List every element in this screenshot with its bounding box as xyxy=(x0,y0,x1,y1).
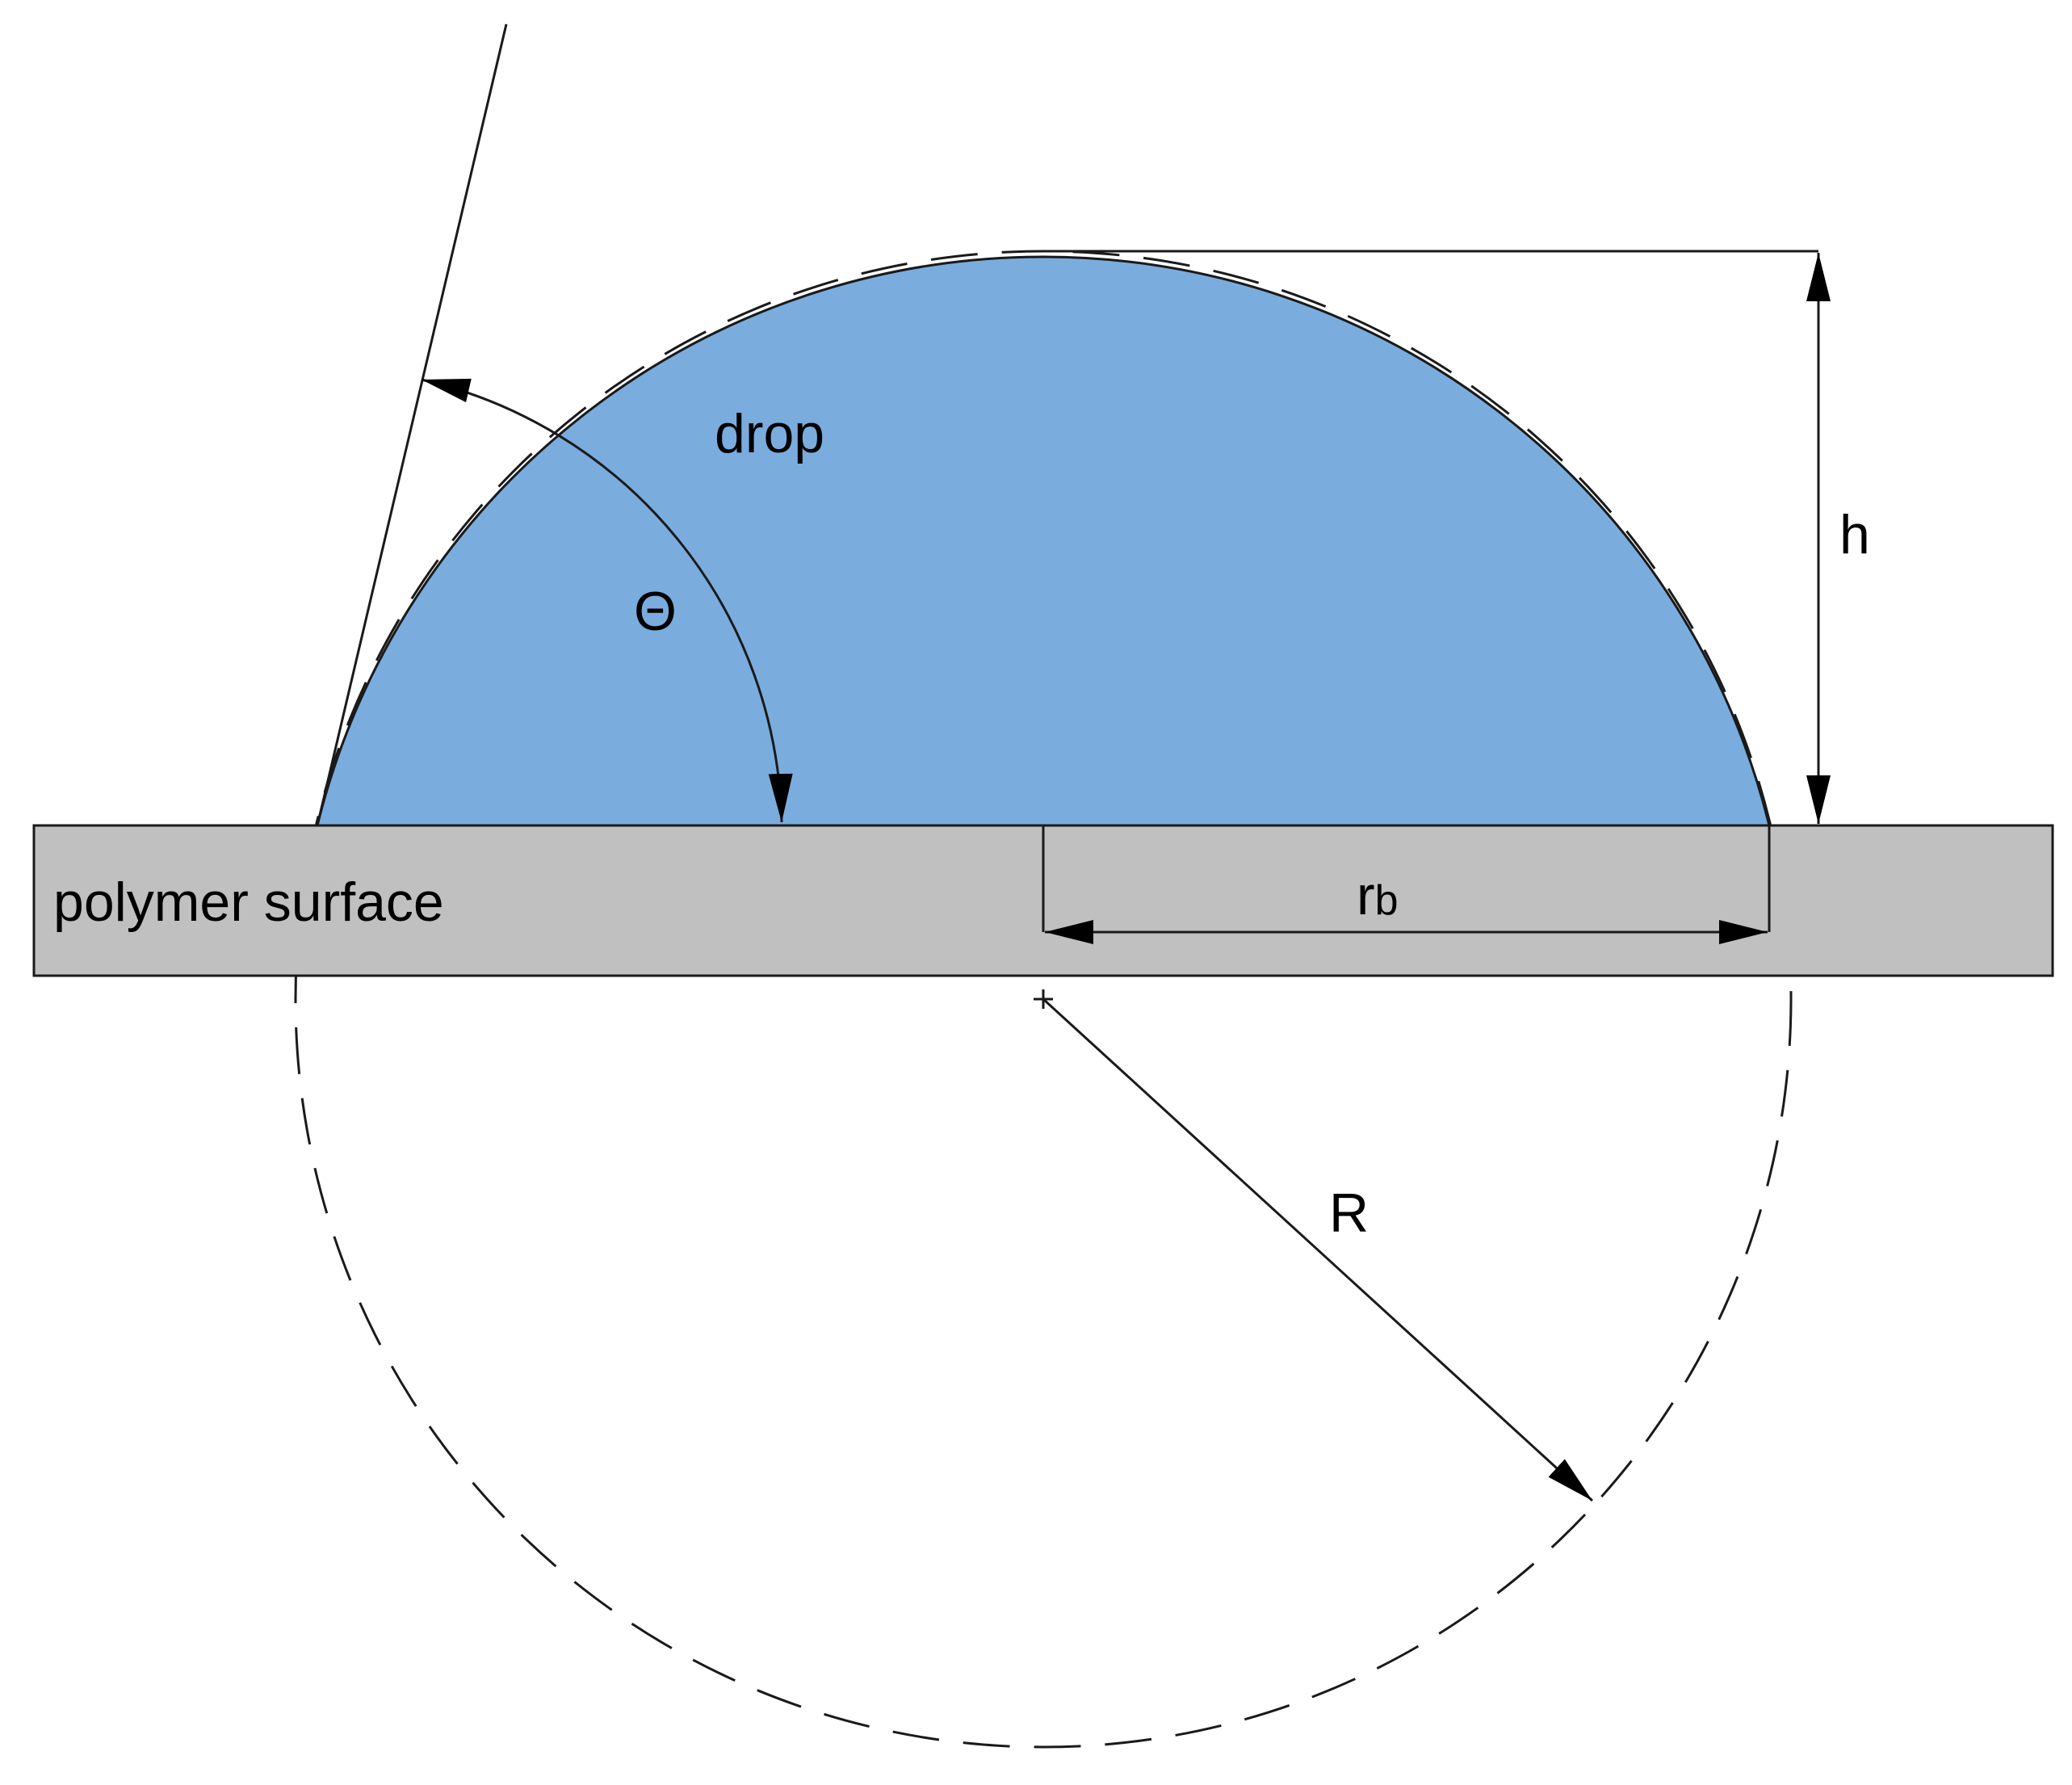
radius-arrow xyxy=(1042,998,1594,1502)
radius-label: R xyxy=(1329,1182,1369,1244)
drop-shape xyxy=(316,255,1771,827)
tangent-line xyxy=(316,23,508,826)
rb-label-subscript: b xyxy=(1375,877,1399,924)
rb-label: rb xyxy=(1357,865,1399,926)
angle-arc xyxy=(421,378,793,823)
drop-label: drop xyxy=(715,403,824,464)
theta-label: Θ xyxy=(634,581,677,642)
height-label: h xyxy=(1839,504,1870,565)
rb-label-main: r xyxy=(1357,865,1375,926)
surface-label: polymer surface xyxy=(53,872,444,933)
